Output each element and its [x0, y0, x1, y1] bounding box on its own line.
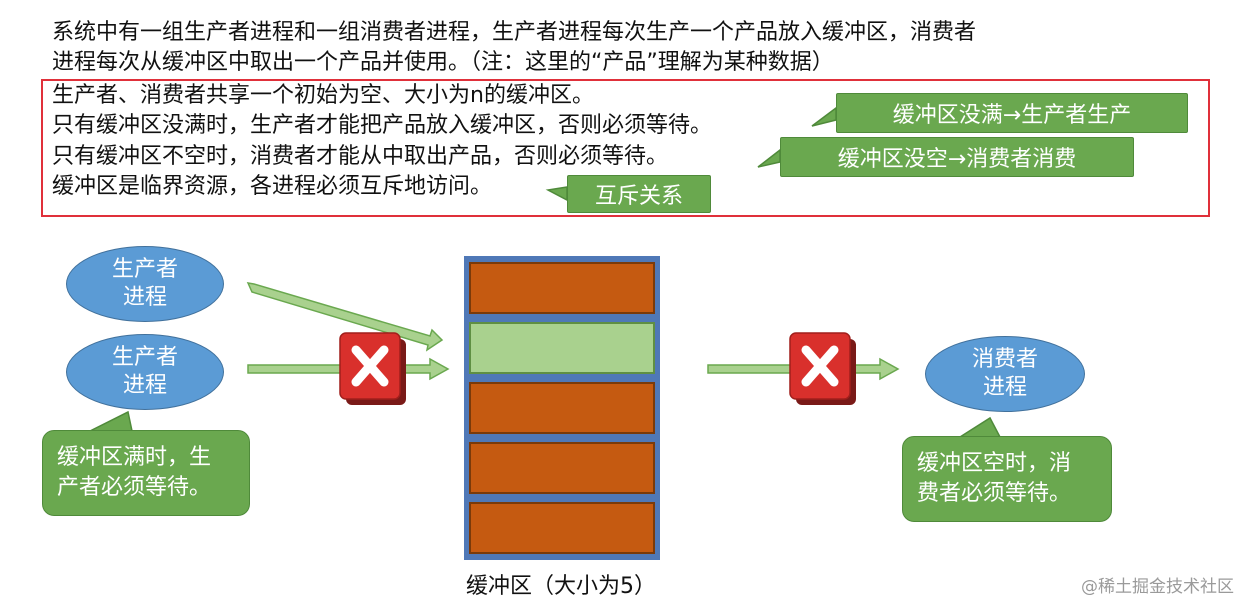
producer-process-2: 生产者 进程 — [66, 334, 224, 410]
blocked-icon — [789, 332, 856, 405]
watermark: @稀土掘金技术社区 — [1081, 577, 1234, 597]
callout-mutex: 互斥关系 — [567, 175, 711, 213]
rule-mutual-exclusion: 缓冲区是临界资源，各进程必须互斥地访问。 — [52, 174, 493, 199]
rule-shared-buffer: 生产者、消费者共享一个初始为空、大小为n的缓冲区。 — [52, 83, 594, 108]
note-buffer-empty: 缓冲区空时，消 费者必须等待。 — [902, 436, 1112, 522]
note-buffer-full-text: 缓冲区满时，生 产者必须等待。 — [57, 445, 212, 500]
buffer-slot-full — [469, 382, 655, 434]
rules-box — [41, 79, 1210, 217]
buffer — [464, 256, 660, 560]
callout-not-empty: 缓冲区没空→消费者消费 — [780, 137, 1134, 177]
buffer-slot-full — [469, 502, 655, 554]
producer-label: 生产者 进程 — [111, 345, 178, 398]
rule-consumer-wait: 只有缓冲区不空时，消费者才能从中取出产品，否则必须等待。 — [52, 144, 669, 169]
buffer-label: 缓冲区（大小为5） — [466, 574, 656, 599]
producer-label: 生产者 进程 — [111, 257, 178, 310]
buffer-slot-full — [469, 262, 655, 314]
intro-line-1: 系统中有一组生产者进程和一组消费者进程，生产者进程每次生产一个产品放入缓冲区，消… — [52, 20, 977, 45]
consumer-label: 消费者 进程 — [971, 347, 1038, 400]
intro-line-2: 进程每次从缓冲区中取出一个产品并使用。（注：这里的“产品”理解为某种数据） — [52, 50, 834, 75]
problem-description: 系统中有一组生产者进程和一组消费者进程，生产者进程每次生产一个产品放入缓冲区，消… — [52, 18, 1172, 78]
blocked-icon — [339, 332, 406, 405]
rule-producer-wait: 只有缓冲区没满时，生产者才能把产品放入缓冲区，否则必须等待。 — [52, 113, 713, 138]
callout-not-full: 缓冲区没满→生产者生产 — [836, 93, 1188, 133]
note-buffer-full: 缓冲区满时，生 产者必须等待。 — [42, 430, 250, 516]
producer-process-1: 生产者 进程 — [66, 246, 224, 322]
consumer-process: 消费者 进程 — [925, 336, 1085, 412]
buffer-slot-empty — [469, 322, 655, 374]
note-buffer-empty-text: 缓冲区空时，消 费者必须等待。 — [917, 451, 1072, 506]
buffer-slot-full — [469, 442, 655, 494]
